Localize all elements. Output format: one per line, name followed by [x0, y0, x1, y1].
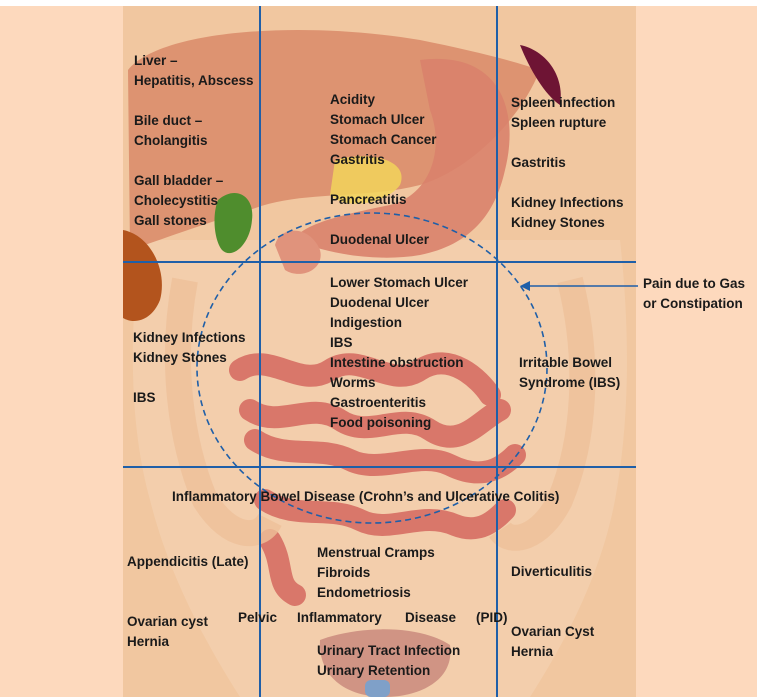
right-hypochondriac-labels-line: Gall bladder – [134, 171, 254, 191]
left-iliac-labels-line: Diverticulitis [511, 562, 594, 582]
left-iliac-labels-line [511, 582, 594, 602]
hypogastric-labels-line: Menstrual Cramps [317, 543, 435, 563]
umbilical-labels-line: Food poisoning [330, 413, 468, 433]
right-hypochondriac-labels: Liver –Hepatitis, Abscess Bile duct –Cho… [134, 51, 254, 231]
pid-word-pelvic: Pelvic [238, 608, 277, 628]
right-iliac-labels-line: Ovarian cyst [127, 612, 249, 632]
left-iliac-labels-line: Ovarian Cyst [511, 622, 594, 642]
epigastric-labels-line: Duodenal Ulcer [330, 230, 437, 250]
right-hypochondriac-labels-line: Cholangitis [134, 131, 254, 151]
right-lumbar-labels-line: Kidney Infections [133, 328, 246, 348]
umbilical-labels-line: Worms [330, 373, 468, 393]
left-hypochondriac-labels-line: Kidney Infections [511, 193, 624, 213]
right-iliac-labels-line [127, 572, 249, 592]
left-hypochondriac-labels-line: Kidney Stones [511, 213, 624, 233]
right-hypochondriac-labels-line: Hepatitis, Abscess [134, 71, 254, 91]
umbilical-labels-line: Intestine obstruction [330, 353, 468, 373]
pid-word-inflammatory: Inflammatory [297, 608, 382, 628]
epigastric-labels-line: Pancreatitis [330, 190, 437, 210]
epigastric-labels-line: Stomach Ulcer [330, 110, 437, 130]
right-hypochondriac-labels-line [134, 151, 254, 171]
left-iliac-labels-line: Hernia [511, 642, 594, 662]
right-lumbar-labels-line: Kidney Stones [133, 348, 246, 368]
umbilical-labels-line: Indigestion [330, 313, 468, 333]
gas-pain-note-line: or Constipation [643, 294, 745, 314]
right-lumbar-labels-line: IBS [133, 388, 246, 408]
right-iliac-labels-line: Appendicitis (Late) [127, 552, 249, 572]
left-iliac-labels-line [511, 602, 594, 622]
left-hypochondriac-labels-line [511, 133, 624, 153]
left-hypochondriac-labels-line: Spleen infection [511, 93, 624, 113]
urinary-labels-line: Urinary Tract Infection [317, 641, 460, 661]
right-iliac-labels-line: Hernia [127, 632, 249, 652]
gas-pain-note-line: Pain due to Gas [643, 274, 745, 294]
right-lumbar-labels-line [133, 368, 246, 388]
epigastric-labels-line: Gastritis [330, 150, 437, 170]
urinary-labels-line: Urinary Retention [317, 661, 460, 681]
right-hypochondriac-labels-line [134, 91, 254, 111]
umbilical-labels-line: Lower Stomach Ulcer [330, 273, 468, 293]
pid-word-disease: Disease [405, 608, 456, 628]
urethra-shape [365, 680, 390, 697]
umbilical-labels-line: IBS [330, 333, 468, 353]
ibd-label: Inflammatory Bowel Disease (Crohn’s and … [172, 487, 559, 507]
umbilical-labels-line: Gastroenteritis [330, 393, 468, 413]
epigastric-labels-line [330, 210, 437, 230]
hypogastric-labels-line: Endometriosis [317, 583, 435, 603]
pid-word-abbrev: (PID) [476, 608, 508, 628]
right-hypochondriac-labels-line: Liver – [134, 51, 254, 71]
epigastric-labels-line [330, 170, 437, 190]
left-hypochondriac-labels-line [511, 173, 624, 193]
right-iliac-labels-line [127, 592, 249, 612]
umbilical-labels-line: Duodenal Ulcer [330, 293, 468, 313]
right-hypochondriac-labels-line: Cholecystitis [134, 191, 254, 211]
left-lumbar-labels-line: Irritable Bowel [519, 353, 620, 373]
right-hypochondriac-labels-line: Gall stones [134, 211, 254, 231]
left-hypochondriac-labels-line: Spleen rupture [511, 113, 624, 133]
left-lumbar-labels-line: Syndrome (IBS) [519, 373, 620, 393]
right-hypochondriac-labels-line: Bile duct – [134, 111, 254, 131]
left-hypochondriac-labels-line: Gastritis [511, 153, 624, 173]
hypogastric-labels-line: Fibroids [317, 563, 435, 583]
epigastric-labels-line: Acidity [330, 90, 437, 110]
epigastric-labels-line: Stomach Cancer [330, 130, 437, 150]
